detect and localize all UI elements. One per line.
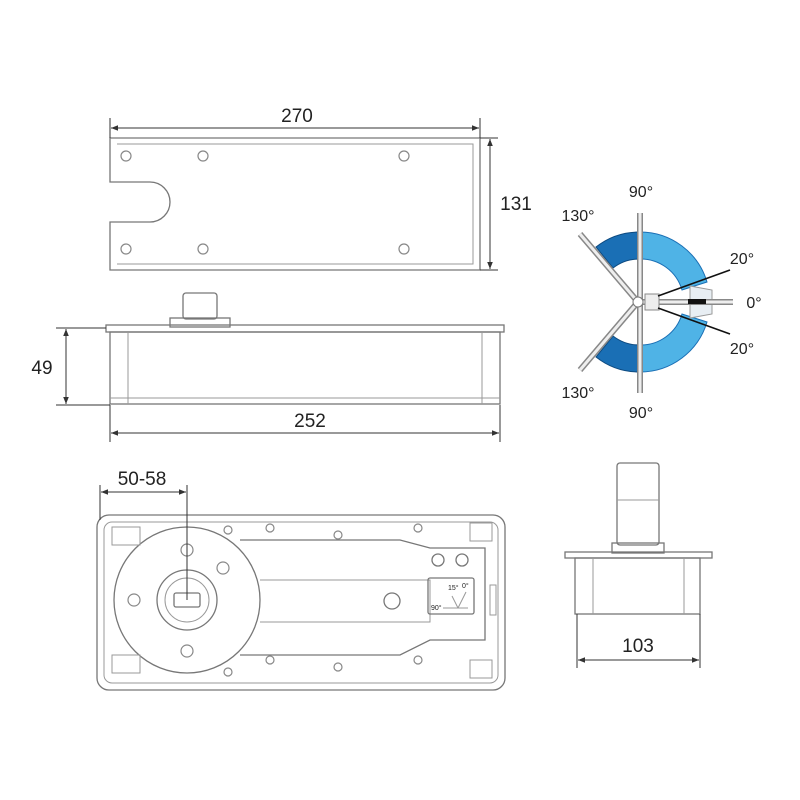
angle-label-top-130: 130°: [561, 208, 594, 225]
spindle-offset-label: 50-58: [118, 469, 167, 490]
body-length-label: 252: [294, 411, 326, 432]
dark-arc-bottom: [595, 335, 641, 373]
cover-plate-top-view: [109, 137, 481, 271]
angle-label-lower-20: 20°: [730, 341, 754, 358]
dimension-spindle-offset: 50-58: [99, 469, 188, 600]
plate-length-label: 270: [281, 106, 313, 127]
opening-angle-diagram: 90° 130° 20° 0° 20° 130° 90°: [561, 184, 761, 422]
dimension-plate-width: 131: [480, 137, 532, 271]
body-width-label: 103: [622, 636, 654, 657]
dimension-body-length: 252: [109, 405, 501, 442]
dark-arc-top: [595, 231, 641, 269]
body-side-view: [105, 292, 505, 405]
light-arc: [639, 231, 708, 373]
dimension-body-width: 103: [576, 614, 701, 668]
angle-label-zero: 0°: [746, 295, 761, 312]
dimension-body-height: 49: [31, 327, 110, 406]
valve-label-0: 0°: [462, 582, 469, 590]
body-end-view: [564, 462, 713, 615]
angle-label-bottom-90: 90°: [629, 405, 653, 422]
angle-label-top-90: 90°: [629, 184, 653, 201]
angle-label-bottom-130: 130°: [561, 385, 594, 402]
valve-label-90: 90°: [431, 604, 442, 612]
valve-label-15: 15°: [448, 584, 459, 592]
dimension-plate-length: 270: [109, 106, 481, 138]
angle-label-upper-20: 20°: [730, 251, 754, 268]
plate-width-label: 131: [500, 194, 532, 215]
body-bottom-view: 15° 0° 90°: [96, 514, 506, 691]
body-height-label: 49: [31, 358, 52, 379]
